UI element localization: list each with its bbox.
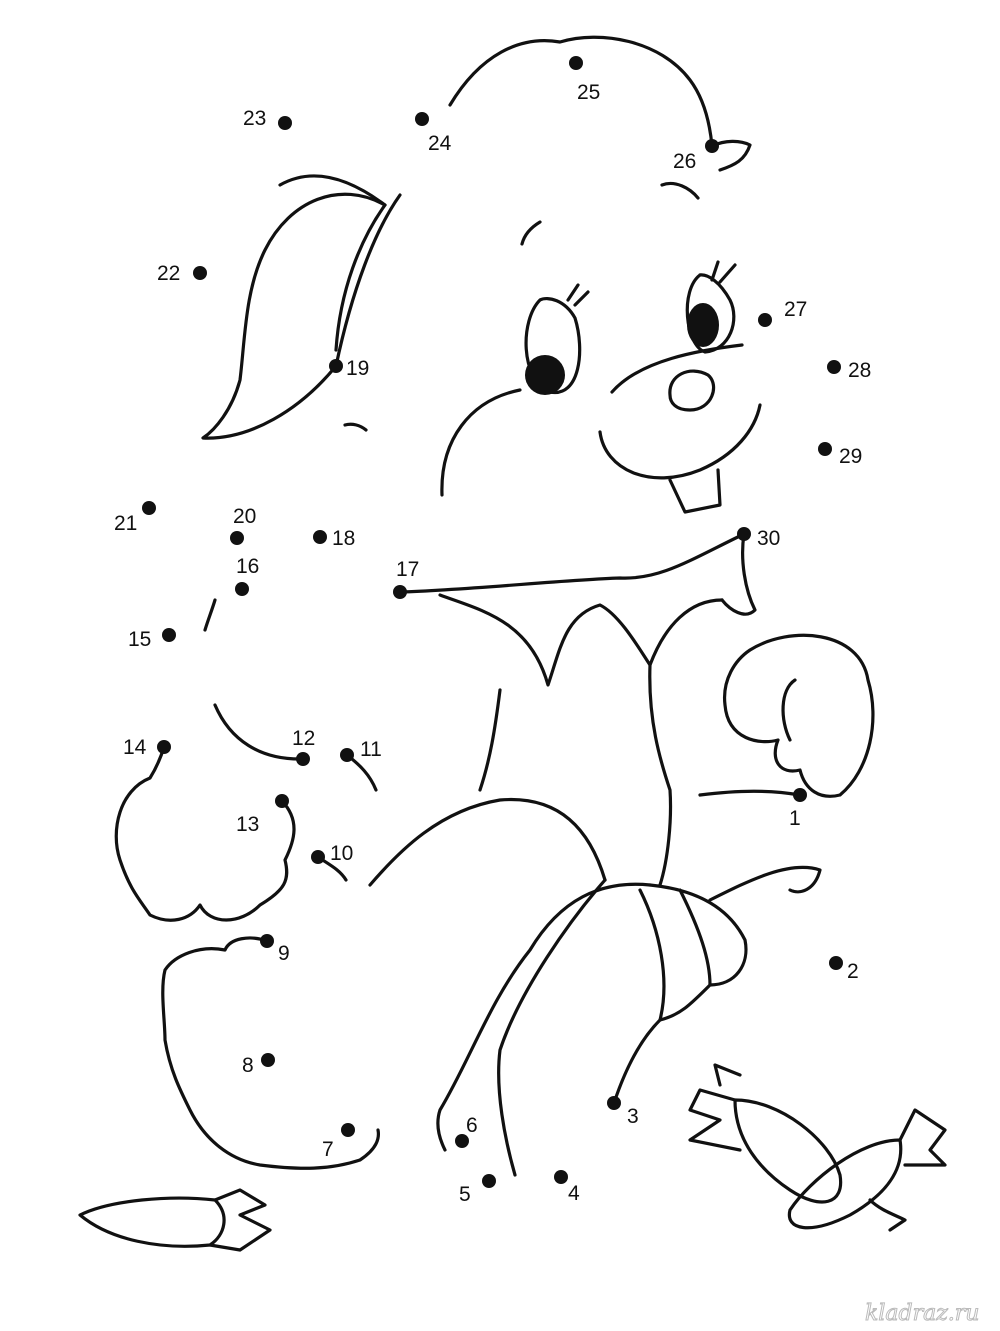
- dot-label: 8: [242, 1054, 254, 1077]
- dot-18: [313, 530, 327, 544]
- small-carrots: [78, 1063, 947, 1252]
- dot-label: 14: [123, 736, 147, 759]
- dot-label: 22: [157, 262, 180, 285]
- dot-label: 25: [577, 81, 600, 104]
- dot-11: [340, 748, 354, 762]
- dot-label: 27: [784, 298, 807, 321]
- dot-22: [193, 266, 207, 280]
- dot-label: 9: [278, 942, 290, 965]
- dot-7: [341, 1123, 355, 1137]
- dot-12: [296, 752, 310, 766]
- dot-label: 11: [360, 738, 382, 761]
- dot-5: [482, 1174, 496, 1188]
- dot-label: 24: [428, 132, 452, 155]
- dot-label: 2: [847, 960, 859, 983]
- dot-label: 19: [346, 357, 369, 380]
- dot-label: 6: [466, 1114, 478, 1137]
- dot-label: 28: [848, 359, 871, 382]
- dot-13: [275, 794, 289, 808]
- dot-label: 12: [292, 727, 315, 750]
- dot-27: [758, 313, 772, 327]
- dot-label: 30: [757, 527, 780, 550]
- dot-label: 13: [236, 813, 259, 836]
- dot-20: [230, 531, 244, 545]
- dot-label: 4: [568, 1182, 580, 1205]
- dot-label: 15: [128, 628, 151, 651]
- dot-label: 17: [396, 558, 419, 581]
- dot-10: [311, 850, 325, 864]
- dot-label: 5: [459, 1183, 471, 1206]
- dot-21: [142, 501, 156, 515]
- dot-label: 21: [114, 512, 137, 535]
- dot-15: [162, 628, 176, 642]
- dot-label: 26: [673, 150, 696, 173]
- dot-4: [554, 1170, 568, 1184]
- dot-16: [235, 582, 249, 596]
- dot-2: [829, 956, 843, 970]
- dot-label: 18: [332, 527, 355, 550]
- dot-9: [260, 934, 274, 948]
- dot-29: [818, 442, 832, 456]
- dot-17: [393, 585, 407, 599]
- dot-label: 3: [627, 1105, 639, 1128]
- bunny-outline: [114, 35, 875, 1177]
- dot-24: [415, 112, 429, 126]
- dot-28: [827, 360, 841, 374]
- dot-23: [278, 116, 292, 130]
- dot-14: [157, 740, 171, 754]
- dot-3: [607, 1096, 621, 1110]
- dot-label: 7: [322, 1138, 334, 1161]
- dot-label: 29: [839, 445, 862, 468]
- dot-8: [261, 1053, 275, 1067]
- dot-25: [569, 56, 583, 70]
- dot-1: [793, 788, 807, 802]
- dot-label: 20: [233, 505, 256, 528]
- dot-label: 10: [330, 842, 353, 865]
- watermark: kladraz.ru: [865, 1301, 979, 1326]
- dot-26: [705, 139, 719, 153]
- dot-label: 16: [236, 555, 259, 578]
- dot-label: 1: [789, 807, 801, 830]
- dot-6: [455, 1134, 469, 1148]
- dot-30: [737, 527, 751, 541]
- dot-19: [329, 359, 343, 373]
- dot-label: 23: [243, 107, 266, 130]
